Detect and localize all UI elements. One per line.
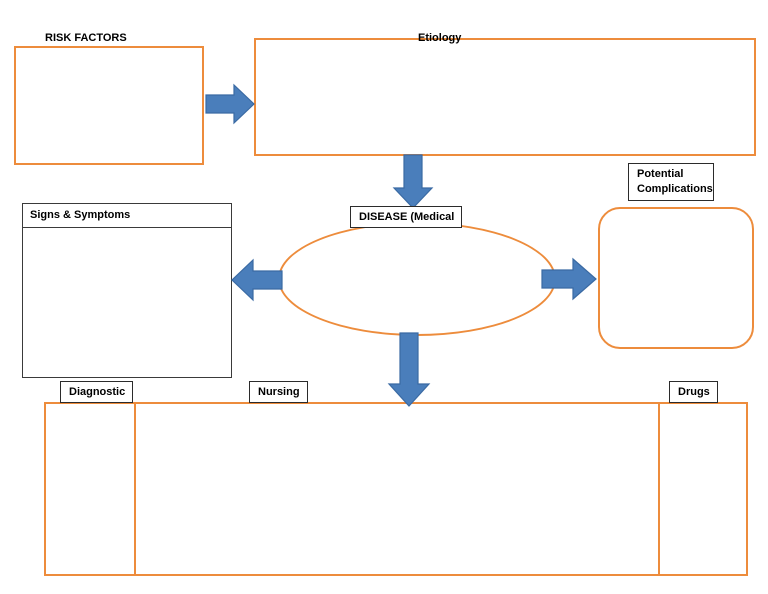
treatment-divider-nursing-drugs (658, 402, 660, 576)
nursing-label-chip[interactable]: Nursing (249, 381, 308, 403)
disease-to-potential-complications-arrow (540, 256, 598, 302)
treatment-divider-diagnostic-nursing (134, 402, 136, 576)
risk-factors-to-etiology-arrow (204, 82, 256, 126)
potential-complications-label-line1: Potential (637, 168, 684, 180)
potential-complications-label-chip[interactable]: Potential Complications (628, 163, 714, 201)
diagnostic-label-chip[interactable]: Diagnostic (60, 381, 134, 403)
disease-label-chip[interactable]: DISEASE (Medical (350, 206, 463, 228)
signs-symptoms-box[interactable]: Signs & Symptoms (22, 203, 232, 378)
drugs-label-chip[interactable]: Drugs (669, 381, 718, 403)
etiology-box[interactable] (254, 38, 756, 156)
risk-factors-box[interactable] (14, 46, 204, 165)
signs-symptoms-header: Signs & Symptoms (23, 204, 231, 228)
disease-ellipse[interactable] (278, 222, 556, 336)
risk-factors-caption: RISK FACTORS (45, 32, 127, 44)
treatment-box[interactable] (44, 402, 748, 576)
disease-to-treatment-arrow (386, 332, 432, 408)
etiology-caption: Etiology (418, 32, 462, 44)
potential-complications-label-line2: Complications (637, 183, 713, 195)
potential-complications-box[interactable] (598, 207, 754, 349)
disease-to-signs-symptoms-arrow (230, 257, 284, 303)
etiology-to-disease-arrow (391, 154, 435, 210)
